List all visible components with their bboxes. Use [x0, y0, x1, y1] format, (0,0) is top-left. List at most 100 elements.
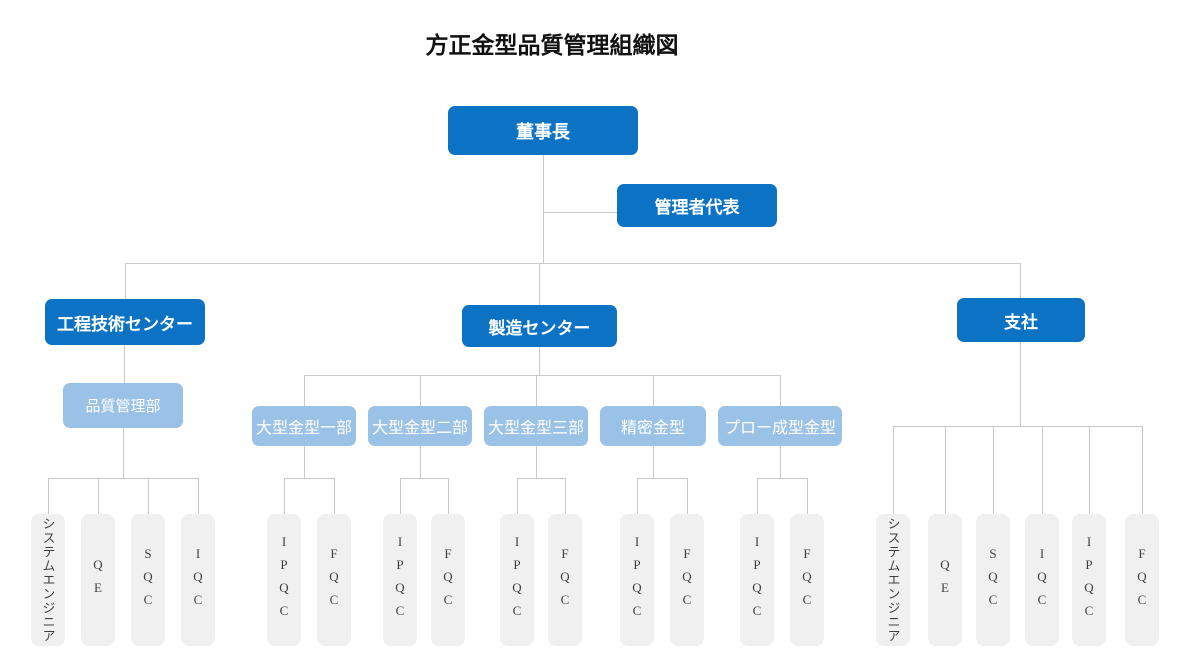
node-management-representative-label: 管理者代表 [654, 198, 740, 217]
team-box-iqc-label: IQC [190, 545, 206, 615]
team-box-system-engineer: システムエンジニア [876, 514, 910, 646]
connector-line [123, 428, 124, 478]
connector-line [780, 446, 781, 478]
team-box-ipqc: IPQC [267, 514, 301, 646]
team-box-ipqc-label: IPQC [509, 534, 525, 626]
team-box-qe-label: QE [937, 557, 953, 603]
team-box-ipqc-label: IPQC [749, 534, 765, 626]
team-box-system-engineer-label: システムエンジニア [885, 517, 901, 643]
connector-line [304, 375, 305, 406]
connector-line [125, 263, 1021, 264]
connector-line [304, 375, 780, 376]
node-branch-engineering-center-label: 工程技術センター [57, 314, 193, 334]
connector-line [148, 478, 149, 514]
node-dept-precision-mold: 精密金型 [600, 406, 706, 446]
node-dept-large-mold-2-label: 大型金型二部 [371, 420, 468, 437]
node-management-representative: 管理者代表 [617, 184, 777, 227]
connector-line [198, 478, 199, 514]
team-box-ipqc: IPQC [500, 514, 534, 646]
connector-line [539, 263, 540, 305]
team-box-system-engineer-label: システムエンジニア [40, 517, 56, 643]
team-box-fqc: FQC [1125, 514, 1159, 646]
node-dept-quality-control-label: 品質管理部 [85, 399, 161, 415]
connector-line [304, 446, 305, 478]
team-box-sqc: SQC [131, 514, 165, 646]
connector-line [565, 478, 566, 514]
connector-line [1142, 426, 1143, 514]
connector-line [536, 446, 537, 478]
team-box-fqc: FQC [670, 514, 704, 646]
team-box-fqc-label: FQC [679, 545, 695, 615]
team-box-ipqc-label: IPQC [276, 534, 292, 626]
connector-line [1042, 426, 1043, 514]
connector-line [539, 347, 540, 375]
connector-line [893, 426, 894, 514]
connector-line [543, 155, 544, 263]
connector-line [400, 478, 448, 479]
connector-line [893, 426, 1142, 427]
connector-line [400, 478, 401, 514]
connector-line [125, 263, 126, 299]
team-box-fqc-label: FQC [326, 545, 342, 615]
team-box-ipqc-label: IPQC [629, 534, 645, 626]
team-box-sqc-label: SQC [140, 545, 156, 615]
connector-line [420, 375, 421, 406]
connector-line [48, 478, 49, 514]
connector-line [334, 478, 335, 514]
connector-line [945, 426, 946, 514]
node-dept-large-mold-1-label: 大型金型一部 [255, 420, 352, 437]
team-box-qe: QE [928, 514, 962, 646]
node-dept-large-mold-3-label: 大型金型三部 [487, 420, 584, 437]
connector-line [1020, 342, 1021, 426]
connector-line [420, 446, 421, 478]
team-box-ipqc: IPQC [620, 514, 654, 646]
team-box-ipqc: IPQC [740, 514, 774, 646]
node-dept-blow-mold: プロー成型金型 [718, 406, 842, 446]
team-box-fqc: FQC [790, 514, 824, 646]
team-box-ipqc-label: IPQC [1081, 534, 1097, 626]
team-box-fqc-label: FQC [799, 545, 815, 615]
connector-line [807, 478, 808, 514]
connector-line [1089, 426, 1090, 514]
connector-line [284, 478, 334, 479]
connector-line [687, 478, 688, 514]
node-dept-quality-control: 品質管理部 [63, 383, 183, 428]
connector-line [284, 478, 285, 514]
connector-line [637, 478, 638, 514]
connector-line [448, 478, 449, 514]
connector-line [653, 446, 654, 478]
team-box-sqc-label: SQC [985, 545, 1001, 615]
team-box-fqc: FQC [548, 514, 582, 646]
team-box-system-engineer: システムエンジニア [31, 514, 65, 646]
node-dept-large-mold-3: 大型金型三部 [484, 406, 588, 446]
team-box-fqc-label: FQC [440, 545, 456, 615]
team-box-ipqc-label: IPQC [392, 534, 408, 626]
connector-line [124, 345, 125, 383]
node-chairman: 董事長 [448, 106, 638, 155]
connector-line [543, 212, 617, 213]
team-box-iqc: IQC [181, 514, 215, 646]
team-box-fqc-label: FQC [1134, 545, 1150, 615]
team-box-ipqc: IPQC [1072, 514, 1106, 646]
node-dept-precision-mold-label: 精密金型 [620, 420, 685, 437]
connector-line [637, 478, 687, 479]
connector-line [757, 478, 758, 514]
connector-line [780, 375, 781, 406]
connector-line [48, 478, 198, 479]
connector-line [517, 478, 565, 479]
team-box-qe-label: QE [90, 557, 106, 603]
node-branch-manufacturing-center-label: 製造センター [488, 318, 591, 338]
connector-line [536, 375, 537, 406]
connector-line [653, 375, 654, 406]
team-box-fqc-label: FQC [557, 545, 573, 615]
node-branch-office-label: 支社 [1004, 312, 1038, 332]
node-dept-blow-mold-label: プロー成型金型 [723, 420, 836, 437]
connector-line [517, 478, 518, 514]
team-box-iqc-label: IQC [1034, 545, 1050, 615]
team-box-fqc: FQC [317, 514, 351, 646]
connector-line [993, 426, 994, 514]
team-box-iqc: IQC [1025, 514, 1059, 646]
chart-title: 方正金型品質管理組織図 [425, 32, 679, 58]
team-box-ipqc: IPQC [383, 514, 417, 646]
